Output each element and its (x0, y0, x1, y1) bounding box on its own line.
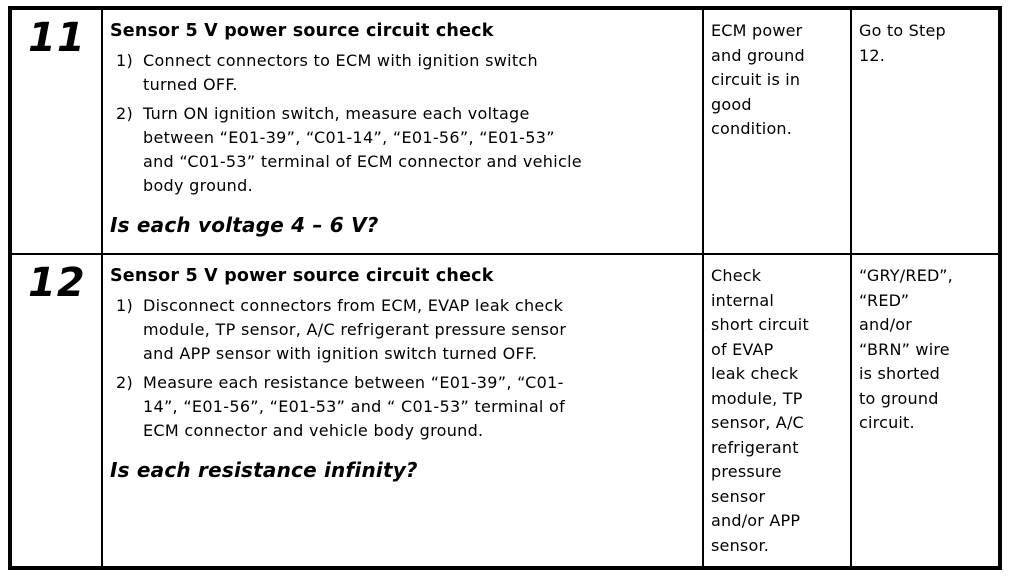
step-marker: 2) (116, 104, 134, 123)
table-row: 12 Sensor 5 V power source circuit check… (12, 255, 998, 566)
confirmation-question: Is each resistance infinity? (110, 458, 418, 482)
procedure-steps: 1) Connect connectors to ECM with igniti… (110, 49, 692, 198)
table-row: 11 Sensor 5 V power source circuit check… (12, 10, 998, 255)
procedure-step: 2) Turn ON ignition switch, measure each… (110, 102, 692, 198)
procedure-steps: 1) Disconnect connectors from ECM, EVAP … (110, 294, 692, 443)
yes-result-cell: ECM power and ground circuit is in good … (704, 10, 852, 255)
diagnostic-table: 11 Sensor 5 V power source circuit check… (8, 6, 1002, 570)
yes-result-cell: Check internal short circuit of EVAP lea… (704, 255, 852, 566)
procedure-title: Sensor 5 V power source circuit check (110, 266, 494, 286)
confirmation-question: Is each voltage 4 – 6 V? (110, 213, 379, 237)
no-result-cell: “GRY/RED”, “RED” and/or “BRN” wire is sh… (852, 255, 998, 566)
step-text: Disconnect connectors from ECM, EVAP lea… (143, 296, 567, 363)
step-text: Measure each resistance between “E01-39”… (143, 373, 566, 440)
procedure-step: 2) Measure each resistance between “E01-… (110, 371, 692, 443)
yes-result-text: Check internal short circuit of EVAP lea… (711, 266, 809, 555)
yes-result-text: ECM power and ground circuit is in good … (711, 21, 805, 138)
step-text: Turn ON ignition switch, measure each vo… (143, 104, 582, 195)
step-marker: 2) (116, 373, 134, 392)
step-marker: 1) (116, 51, 134, 70)
procedure-title: Sensor 5 V power source circuit check (110, 21, 494, 41)
step-number-cell: 12 (12, 255, 103, 566)
procedure-step: 1) Disconnect connectors from ECM, EVAP … (110, 294, 692, 366)
step-text: Connect connectors to ECM with ignition … (143, 51, 538, 94)
step-number-cell: 11 (12, 10, 103, 255)
procedure-cell: Sensor 5 V power source circuit check 1)… (103, 10, 704, 255)
step-marker: 1) (116, 296, 134, 315)
no-result-text: “GRY/RED”, “RED” and/or “BRN” wire is sh… (859, 266, 953, 432)
step-number: 12 (28, 260, 86, 306)
procedure-step: 1) Connect connectors to ECM with igniti… (110, 49, 692, 97)
no-result-text: Go to Step 12. (859, 21, 946, 65)
step-number: 11 (28, 15, 86, 61)
no-result-cell: Go to Step 12. (852, 10, 998, 255)
procedure-cell: Sensor 5 V power source circuit check 1)… (103, 255, 704, 566)
